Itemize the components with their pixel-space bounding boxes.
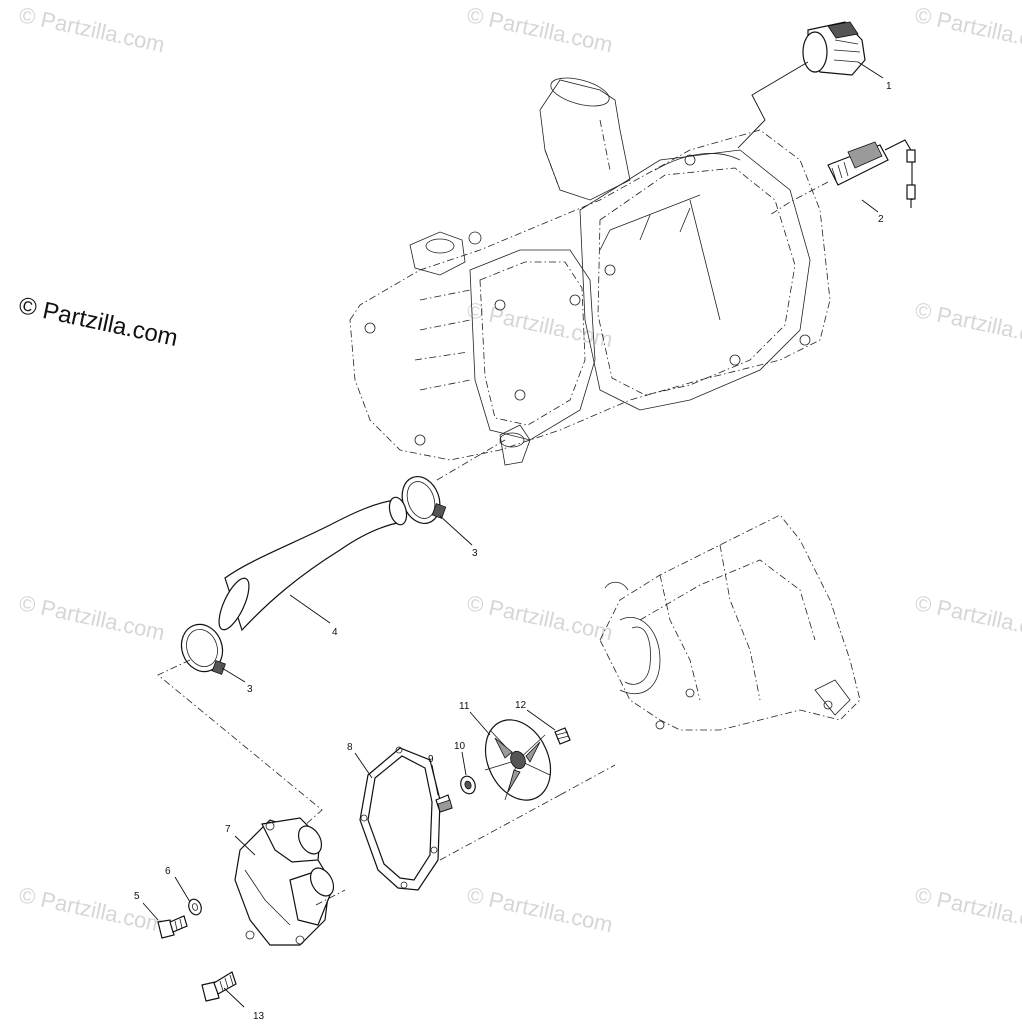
callout-6: 6 [165,866,171,877]
callout-13: 13 [253,1011,265,1022]
callout-11: 11 [459,701,470,712]
part-13-bolt [201,971,237,1002]
callout-7: 7 [225,824,231,835]
part-9-drain-plug [435,794,453,813]
crankcase-outline [599,514,861,731]
part-3-hose-clamp-upper [401,476,447,524]
part-5-bolt [157,915,188,939]
callout-1: 1 [886,81,892,92]
leader-lines [142,61,884,1008]
callout-2: 2 [878,214,884,225]
part-7-water-pump-cover [234,817,335,946]
part-8-water-pump-gasket [359,746,441,891]
cylinder-head-outline [349,77,831,466]
callout-9: 9 [428,754,434,765]
callout-8: 8 [347,742,353,753]
part-10-washer [460,775,476,795]
part-12-nut [554,727,571,745]
part-1-thermostat-housing [802,21,866,76]
callout-3: 3 [472,548,478,559]
callout-12: 12 [515,700,527,711]
assembly-lines [157,61,829,906]
callout-10: 10 [454,741,466,752]
callouts: 1 2 3 4 3 5 6 7 8 9 10 11 12 13 [134,81,892,1022]
part-4-coolant-hose [218,496,408,632]
callout-5: 5 [134,891,140,902]
callout-3: 3 [247,684,253,695]
part-3-hose-clamp-lower [180,623,226,675]
part-6-washer [188,898,202,916]
part-11-impeller [484,719,552,801]
callout-4: 4 [332,627,338,638]
part-2-temperature-sender [827,139,916,208]
